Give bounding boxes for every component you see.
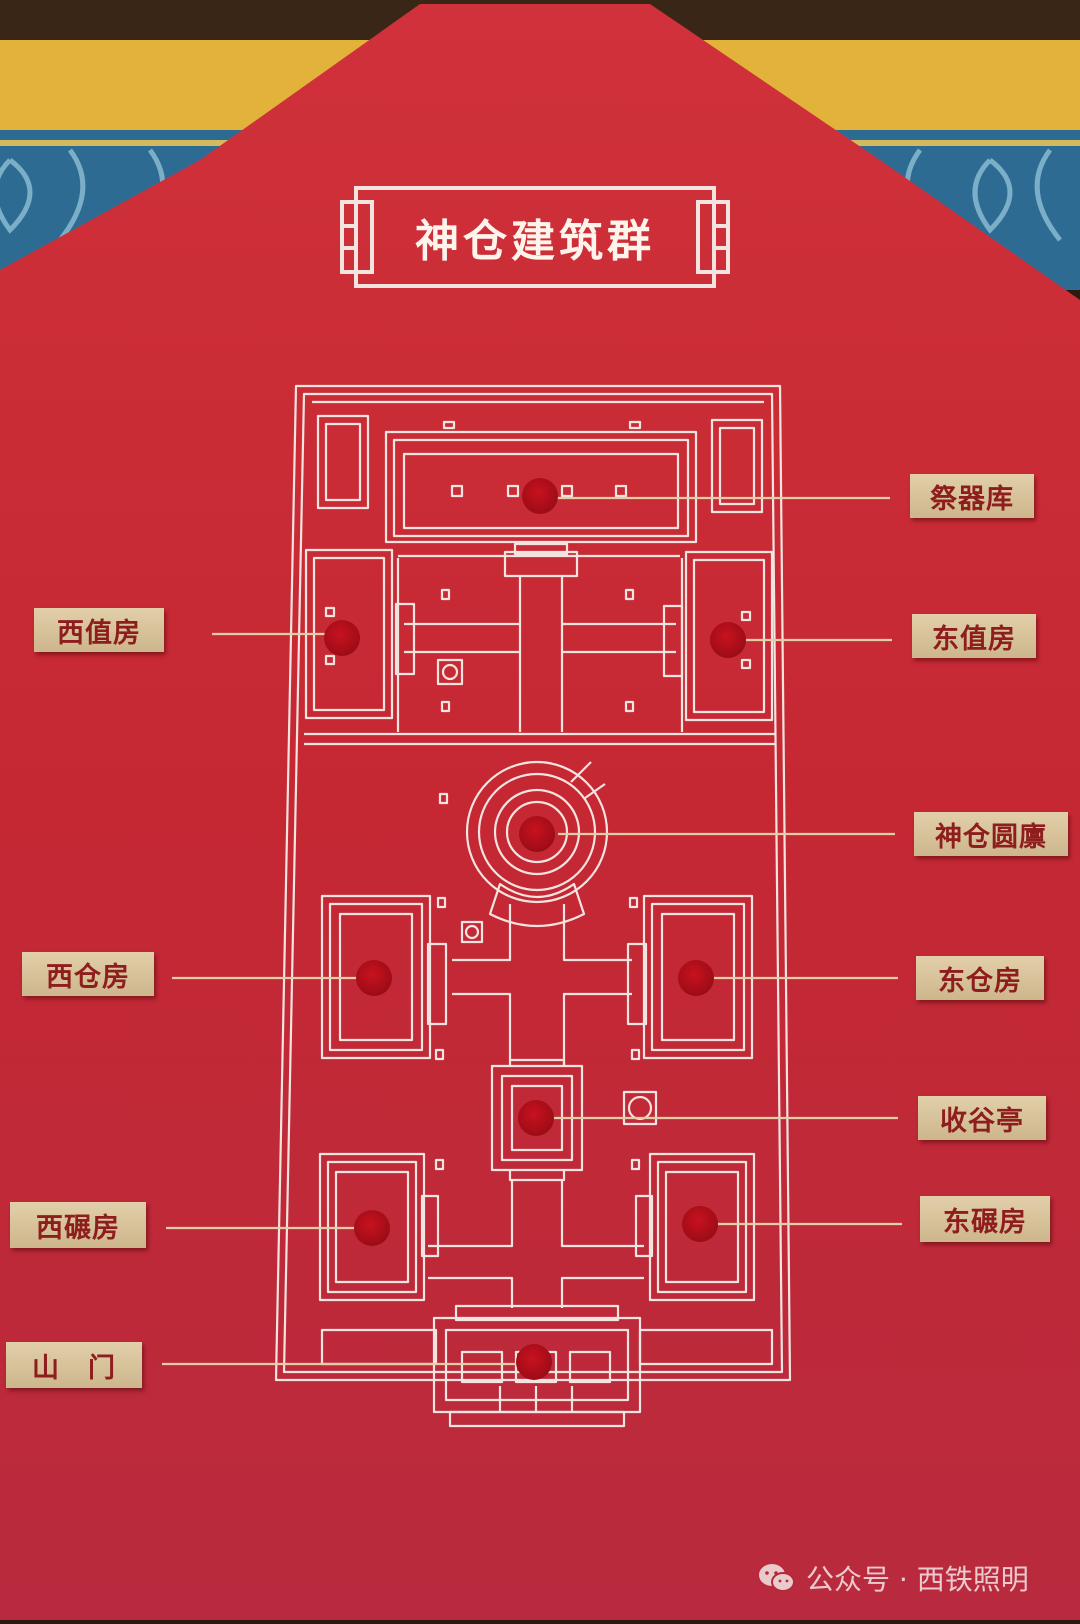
label-dongzhifang: 东值房	[912, 614, 1036, 658]
label-shencang-yuanlin: 神仓圆廪	[914, 812, 1068, 856]
marker-dongnianfang	[682, 1206, 718, 1242]
location-markers	[324, 478, 746, 1380]
leader-lines	[162, 496, 902, 1366]
label-shouguting: 收谷亭	[918, 1096, 1046, 1140]
marker-xinianfang	[354, 1210, 390, 1246]
watermark-text: 公众号 · 西铁照明	[806, 1563, 1029, 1596]
marker-jiqiku	[522, 478, 558, 514]
label-xicangfang: 西仓房	[22, 952, 154, 996]
watermark: 公众号 · 西铁照明	[758, 1556, 1029, 1600]
red-board	[0, 4, 1080, 1620]
marker-shencang-yuanlin	[519, 816, 555, 852]
board-title: 神仓建筑群	[415, 216, 655, 267]
label-xizhifang: 西值房	[34, 608, 164, 652]
marker-xicangfang	[356, 960, 392, 996]
marker-dongzhifang	[710, 622, 746, 658]
marker-shanmen	[516, 1344, 552, 1380]
title-frame	[340, 186, 730, 288]
label-dongcangfang: 东仓房	[916, 956, 1044, 1000]
wechat-icon	[759, 1564, 795, 1592]
label-xinianfang: 西碾房	[10, 1202, 146, 1248]
marker-dongcangfang	[678, 960, 714, 996]
marker-xizhifang	[324, 620, 360, 656]
label-jiqiku: 祭器库	[910, 474, 1034, 518]
label-shanmen: 山 门	[6, 1342, 142, 1388]
label-dongnianfang: 东碾房	[920, 1196, 1050, 1242]
marker-shouguting	[518, 1100, 554, 1136]
